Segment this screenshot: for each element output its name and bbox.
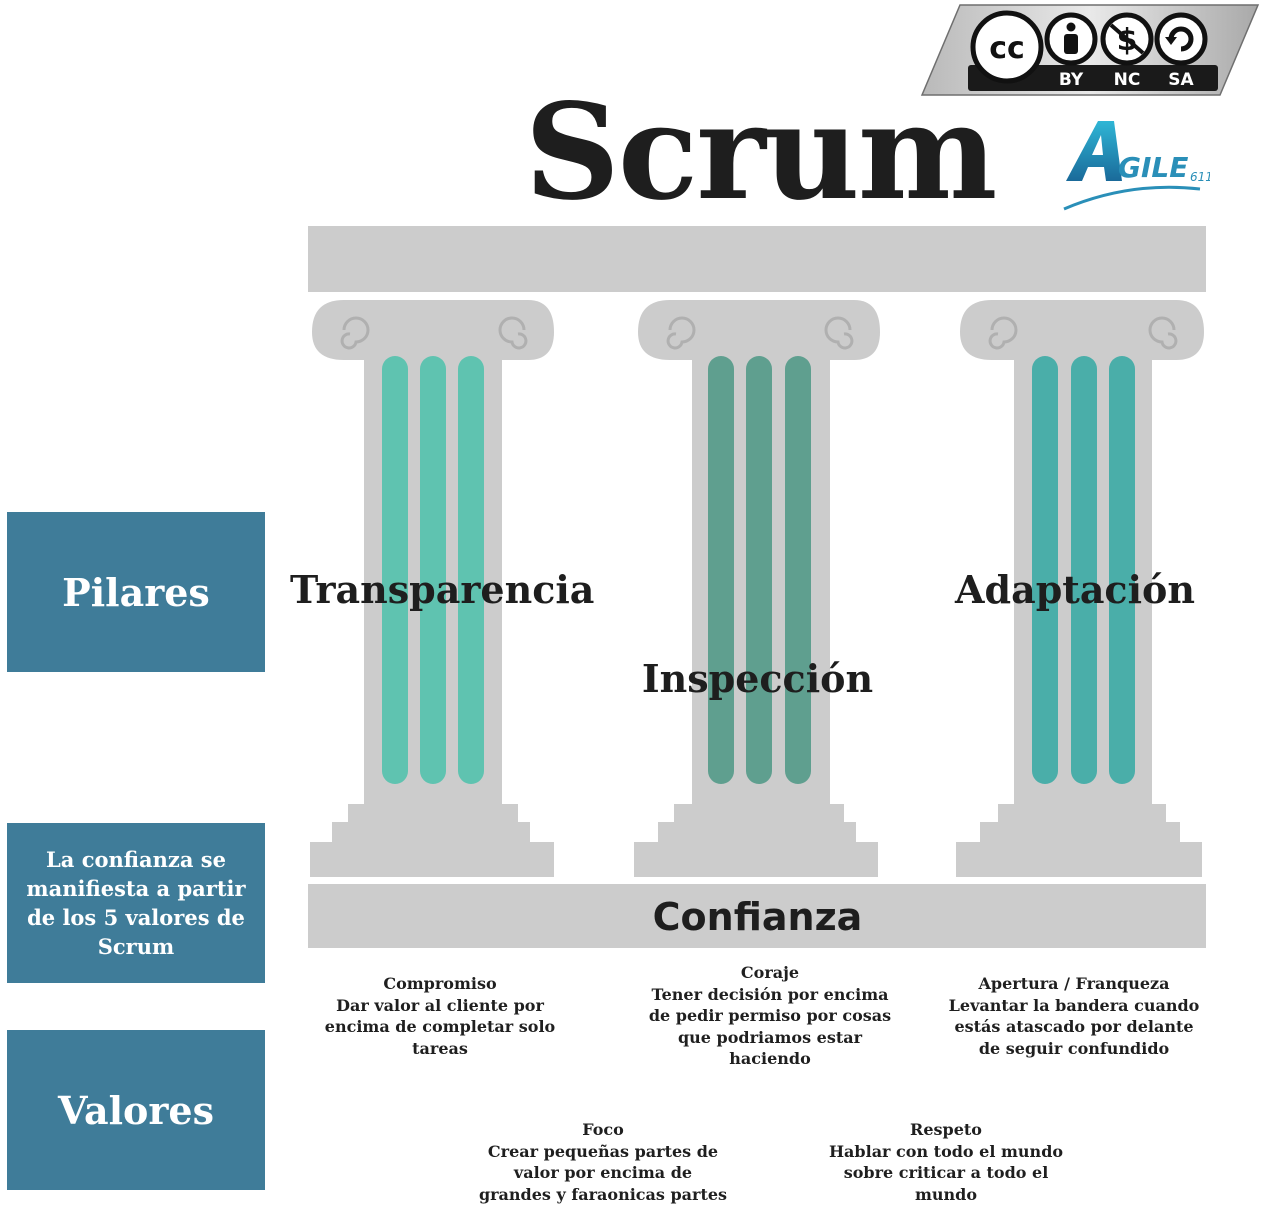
pillar-flute [708,356,734,784]
agile-logo-text: GILE [1118,151,1188,184]
pillar-flute [1109,356,1135,784]
value-name: Coraje [740,963,800,982]
value-name: Compromiso [383,974,497,993]
foundation-beam [308,884,1206,948]
agile-logo: GILE 611 [1063,121,1210,211]
temple-diagram [308,226,1206,948]
value-name: Apertura / Franqueza [978,974,1170,993]
pillar-flute [420,356,446,784]
foundation-label: Confianza [652,895,863,939]
value-description: Levantar la bandera cuando estás atascad… [948,995,1200,1058]
pillar-flute [1071,356,1097,784]
cc-nc-label: NC [1114,70,1141,90]
value-foco: Foco Crear pequeñas partes de valor por … [478,1119,728,1205]
person-icon [1044,12,1098,66]
value-description: Tener decisión por encima de pedir permi… [648,984,892,1069]
pillar-adaptacion [956,300,1204,877]
pillar-flute [746,356,772,784]
agile-a-mark [1066,121,1122,181]
cc-text: cc [989,31,1025,66]
cc-icon [970,10,1044,84]
pillar-label-inspeccion: Inspección [641,656,874,701]
page-title: Scrum [524,75,998,230]
pillar-label-adaptacion: Adaptación [955,567,1195,612]
value-description: Hablar con todo el mundo sobre criticar … [828,1141,1064,1204]
value-coraje: Coraje Tener decisión por encima de pedi… [645,962,895,1070]
value-compromiso: Compromiso Dar valor al cliente por enci… [320,973,560,1059]
share-alike-icon [1154,12,1208,66]
valores-box: Valores [7,1030,265,1190]
value-respeto: Respeto Hablar con todo el mundo sobre c… [828,1119,1064,1205]
pillar-flute [382,356,408,784]
pillar-flute [785,356,811,784]
value-description: Dar valor al cliente por encima de compl… [324,995,556,1058]
agile-logo-suffix: 611 [1190,170,1210,184]
pillar-label-transparencia: Transparencia [290,567,595,612]
confianza-note-box: La confianza se manifiesta a partir de l… [7,823,265,983]
value-description: Crear pequeñas partes de valor por encim… [478,1141,728,1204]
pillar-transparencia [310,300,554,877]
cc-license-badge: cc $ BY NC SA [920,4,1260,96]
value-apertura: Apertura / Franqueza Levantar la bandera… [945,973,1203,1059]
no-dollar-icon: $ [1100,12,1154,66]
roof-beam [308,226,1206,292]
pillar-inspeccion [634,300,880,877]
pillar-flute [1032,356,1058,784]
value-name: Foco [582,1120,624,1139]
pilares-box: Pilares [7,512,265,672]
cc-sa-label: SA [1168,70,1194,90]
cc-by-label: BY [1059,70,1084,90]
value-name: Respeto [910,1120,982,1139]
pillar-flute [458,356,484,784]
